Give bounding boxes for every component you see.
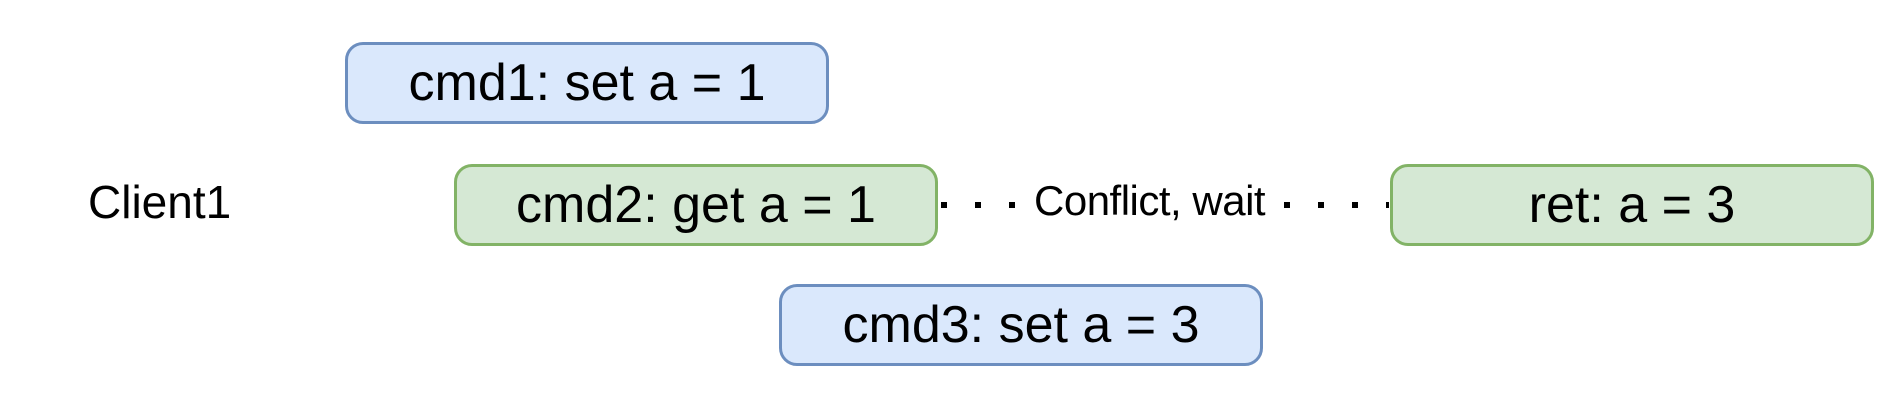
cmd3-set-node: cmd3: set a = 3 (779, 284, 1263, 366)
cmd2-get-node: cmd2: get a = 1 (454, 164, 938, 246)
ret-node: ret: a = 3 (1390, 164, 1874, 246)
conflict-wait-label: Conflict, wait (1032, 176, 1268, 226)
cmd1-set-node: cmd1: set a = 1 (345, 42, 829, 124)
client-label: Client1 (88, 176, 232, 228)
